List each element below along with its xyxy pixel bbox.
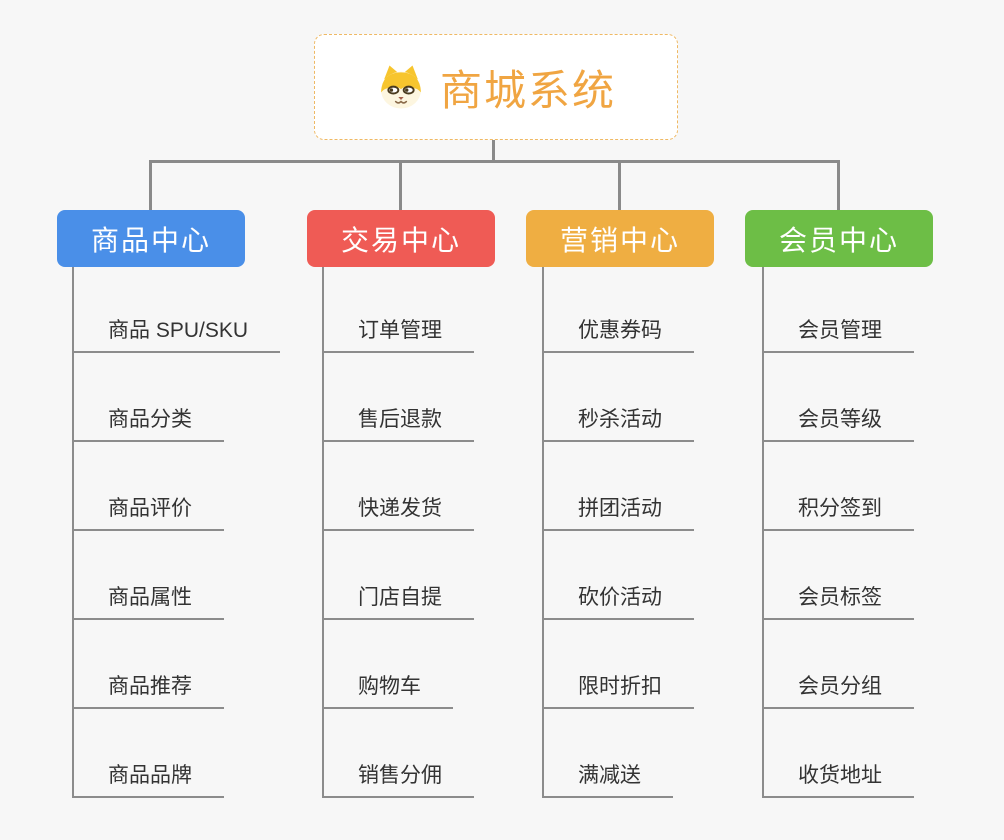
branch-item[interactable]: 售后退款	[324, 408, 474, 442]
branch-item[interactable]: 购物车	[324, 675, 453, 709]
branch-item[interactable]: 商品属性	[74, 586, 224, 620]
branch-box-marketing-center[interactable]: 营销中心	[526, 210, 714, 267]
branch-item[interactable]: 砍价活动	[544, 586, 694, 620]
branch-box-product-center[interactable]: 商品中心	[57, 210, 245, 267]
connector-line	[149, 160, 152, 210]
branch-item[interactable]: 会员标签	[764, 586, 914, 620]
root-node-title: 商城系统	[439, 66, 616, 114]
branch-item[interactable]: 订单管理	[324, 319, 474, 353]
connector-line	[837, 160, 840, 210]
branch-item[interactable]: 快递发货	[324, 497, 474, 531]
branch-column-trade: 订单管理 售后退款 快递发货 门店自提 购物车 销售分佣	[322, 267, 474, 798]
branch-item[interactable]: 商品品牌	[74, 764, 224, 798]
shiba-dog-icon	[381, 65, 421, 109]
branch-box-trade-center[interactable]: 交易中心	[307, 210, 495, 267]
branch-item[interactable]: 商品推荐	[74, 675, 224, 709]
branch-item[interactable]: 商品评价	[74, 497, 224, 531]
branch-item[interactable]: 秒杀活动	[544, 408, 694, 442]
connector-line	[618, 160, 621, 210]
branch-item[interactable]: 限时折扣	[544, 675, 694, 709]
branch-column-marketing: 优惠券码 秒杀活动 拼团活动 砍价活动 限时折扣 满减送	[542, 267, 694, 798]
connector-line	[149, 160, 840, 163]
branch-item[interactable]: 拼团活动	[544, 497, 694, 531]
branch-column-member: 会员管理 会员等级 积分签到 会员标签 会员分组 收货地址	[762, 267, 914, 798]
branch-item[interactable]: 会员管理	[764, 319, 914, 353]
branch-item[interactable]: 积分签到	[764, 497, 914, 531]
root-node[interactable]: 商城系统	[314, 34, 678, 140]
branch-item[interactable]: 会员等级	[764, 408, 914, 442]
branch-box-member-center[interactable]: 会员中心	[745, 210, 933, 267]
branch-item[interactable]: 门店自提	[324, 586, 474, 620]
connector-line	[399, 160, 402, 210]
branch-item[interactable]: 商品分类	[74, 408, 224, 442]
branch-item[interactable]: 优惠券码	[544, 319, 694, 353]
branch-item[interactable]: 会员分组	[764, 675, 914, 709]
branch-item[interactable]: 商品 SPU/SKU	[74, 319, 281, 353]
branch-column-product: 商品 SPU/SKU 商品分类 商品评价 商品属性 商品推荐 商品品牌	[72, 267, 281, 798]
branch-item[interactable]: 满减送	[544, 764, 673, 798]
connector-line	[492, 140, 495, 163]
branch-item[interactable]: 销售分佣	[324, 764, 474, 798]
branch-item[interactable]: 收货地址	[764, 764, 914, 798]
